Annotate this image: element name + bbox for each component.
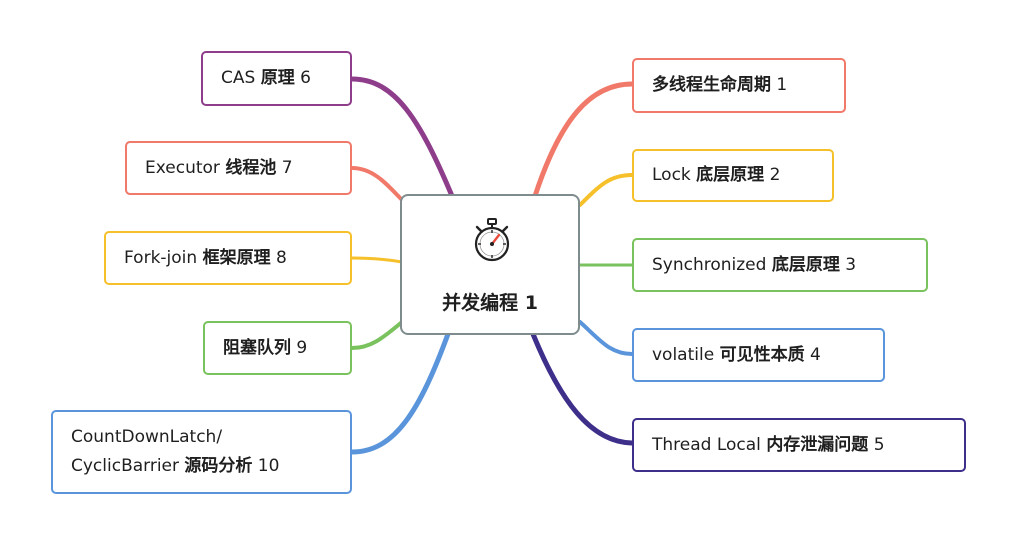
branch-cas (349, 76, 455, 199)
topic-countdown[interactable]: CountDownLatch/CyclicBarrier 源码分析 10 (51, 410, 352, 494)
topic-executor-label: Executor (145, 157, 226, 178)
topic-blockingqueue-label: 阻塞队列 (223, 337, 291, 358)
branch-volatile (578, 320, 634, 356)
branch-executor (350, 166, 404, 202)
topic-executor[interactable]: Executor 线程池 7 (125, 141, 352, 195)
topic-lock[interactable]: Lock 底层原理 2 (632, 149, 834, 202)
stopwatch-icon (474, 218, 510, 262)
topic-countdown-label: CyclicBarrier (71, 456, 185, 476)
branch-threadlocal (530, 331, 635, 446)
topic-lifecycle-label: 多线程生命周期 (652, 75, 771, 95)
topic-forkjoin[interactable]: Fork-join 框架原理 8 (104, 231, 352, 285)
branch-countdown (349, 331, 451, 455)
topic-synchronized-label: Synchronized (652, 254, 772, 275)
branch-blockingqueue (350, 320, 404, 350)
central-topic[interactable]: 并发编程 1 (400, 194, 580, 335)
topic-synchronized[interactable]: Synchronized 底层原理 3 (632, 238, 928, 292)
topic-lifecycle[interactable]: 多线程生命周期 1 (632, 58, 846, 113)
topic-forkjoin-label: Fork-join (124, 247, 203, 268)
topic-volatile-label: volatile (652, 344, 720, 365)
central-topic-title: 并发编程 1 (442, 292, 538, 314)
topic-countdown-line1: CountDownLatch/ (71, 427, 223, 447)
branch-lock (578, 173, 634, 207)
topic-volatile[interactable]: volatile 可见性本质 4 (632, 328, 885, 382)
topic-cas[interactable]: CAS 原理 6 (201, 51, 352, 106)
topic-cas-label: CAS (221, 68, 261, 88)
topic-threadlocal[interactable]: Thread Local 内存泄漏问题 5 (632, 418, 966, 472)
topic-blockingqueue[interactable]: 阻塞队列 9 (203, 321, 352, 375)
branch-lifecycle (532, 81, 635, 199)
branch-forkjoin (351, 256, 403, 264)
topic-threadlocal-label: Thread Local (652, 434, 767, 455)
topic-lock-label: Lock (652, 165, 697, 185)
